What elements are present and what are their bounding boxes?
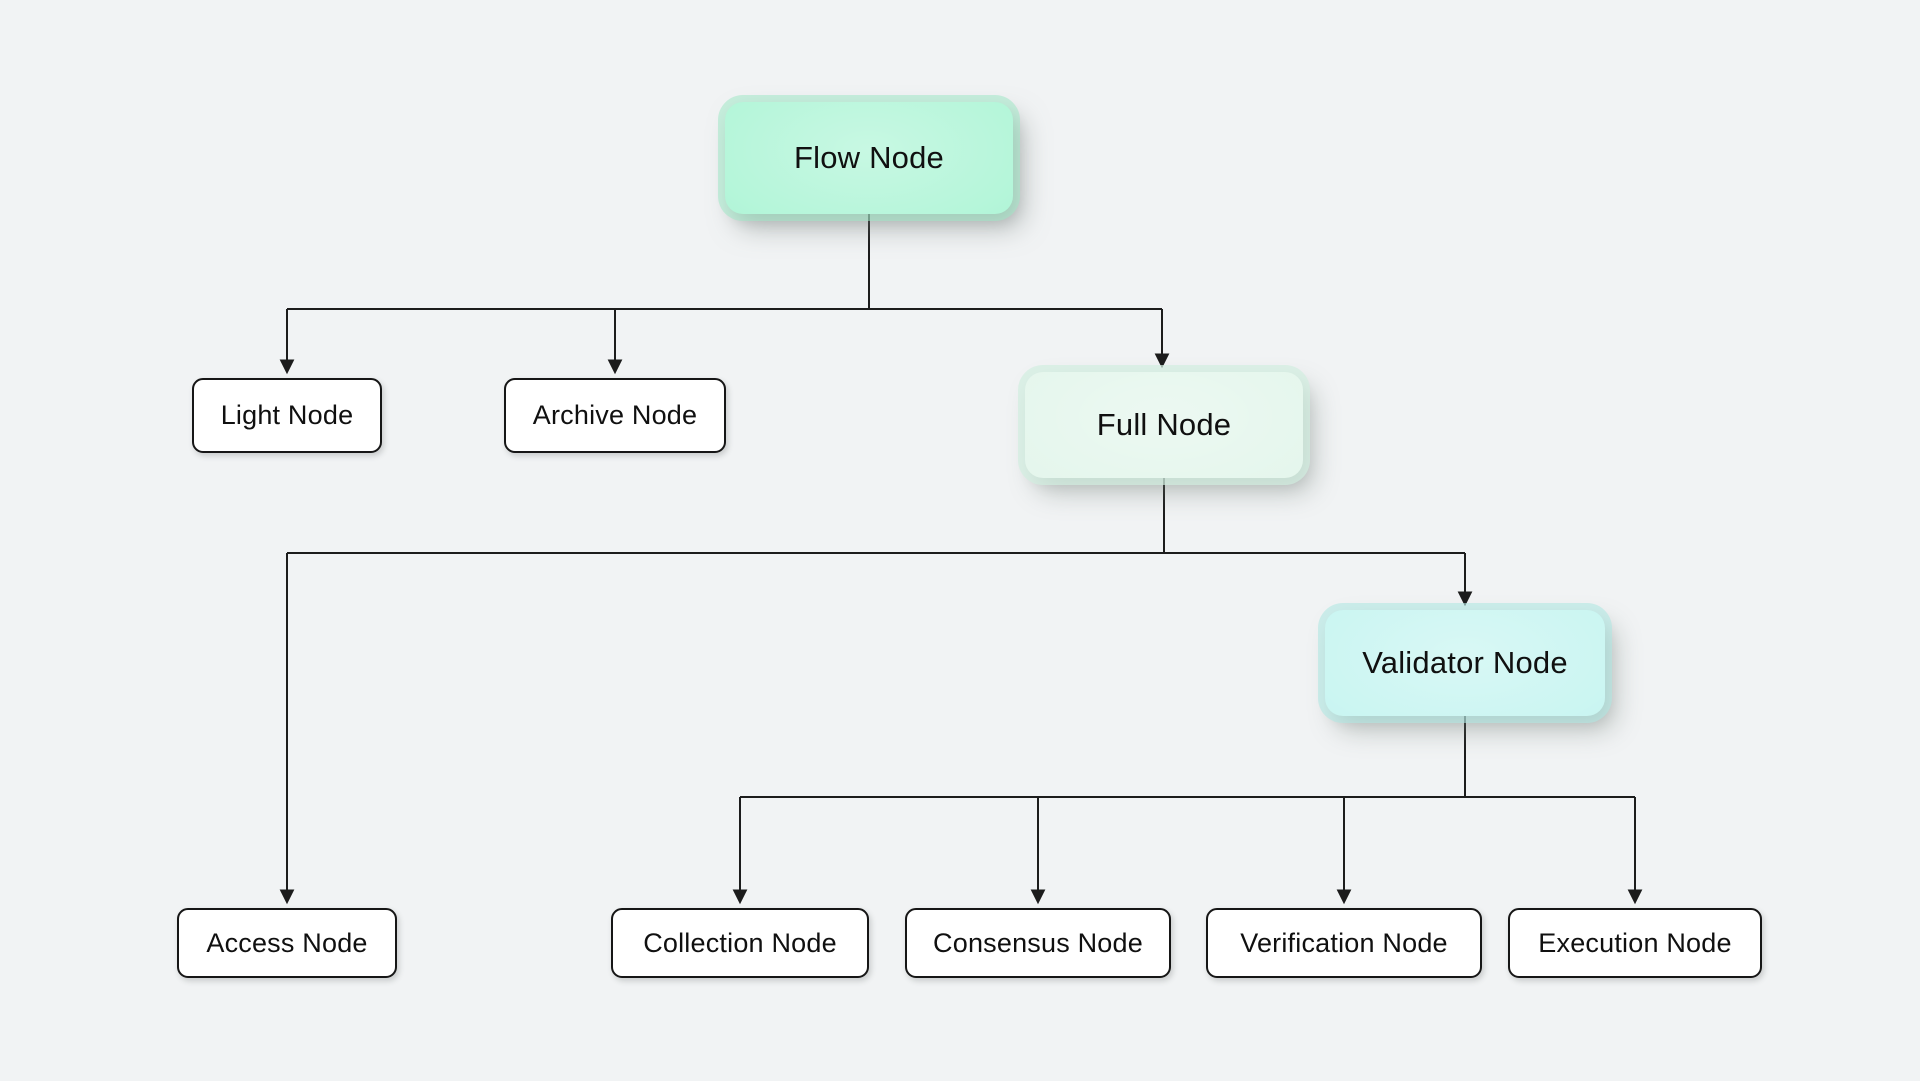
node-collection: Collection Node [611, 908, 869, 978]
node-consensus: Consensus Node [905, 908, 1171, 978]
node-validator-label: Validator Node [1362, 645, 1568, 680]
node-full: Full Node [1025, 372, 1303, 478]
node-flow-label: Flow Node [794, 140, 944, 175]
node-verification-label: Verification Node [1240, 927, 1448, 958]
node-access: Access Node [177, 908, 397, 978]
node-consensus-label: Consensus Node [933, 927, 1143, 958]
node-execution-label: Execution Node [1538, 927, 1732, 958]
node-validator: Validator Node [1325, 610, 1605, 716]
node-full-label: Full Node [1096, 407, 1232, 442]
node-flow: Flow Node [725, 102, 1013, 214]
node-archive: Archive Node [504, 378, 726, 453]
node-light-label: Light Node [220, 400, 354, 430]
node-light: Light Node [192, 378, 382, 453]
node-execution: Execution Node [1508, 908, 1762, 978]
node-verification: Verification Node [1206, 908, 1482, 978]
node-access-label: Access Node [206, 927, 368, 958]
node-archive-label: Archive Node [532, 400, 698, 430]
node-collection-label: Collection Node [643, 927, 837, 958]
